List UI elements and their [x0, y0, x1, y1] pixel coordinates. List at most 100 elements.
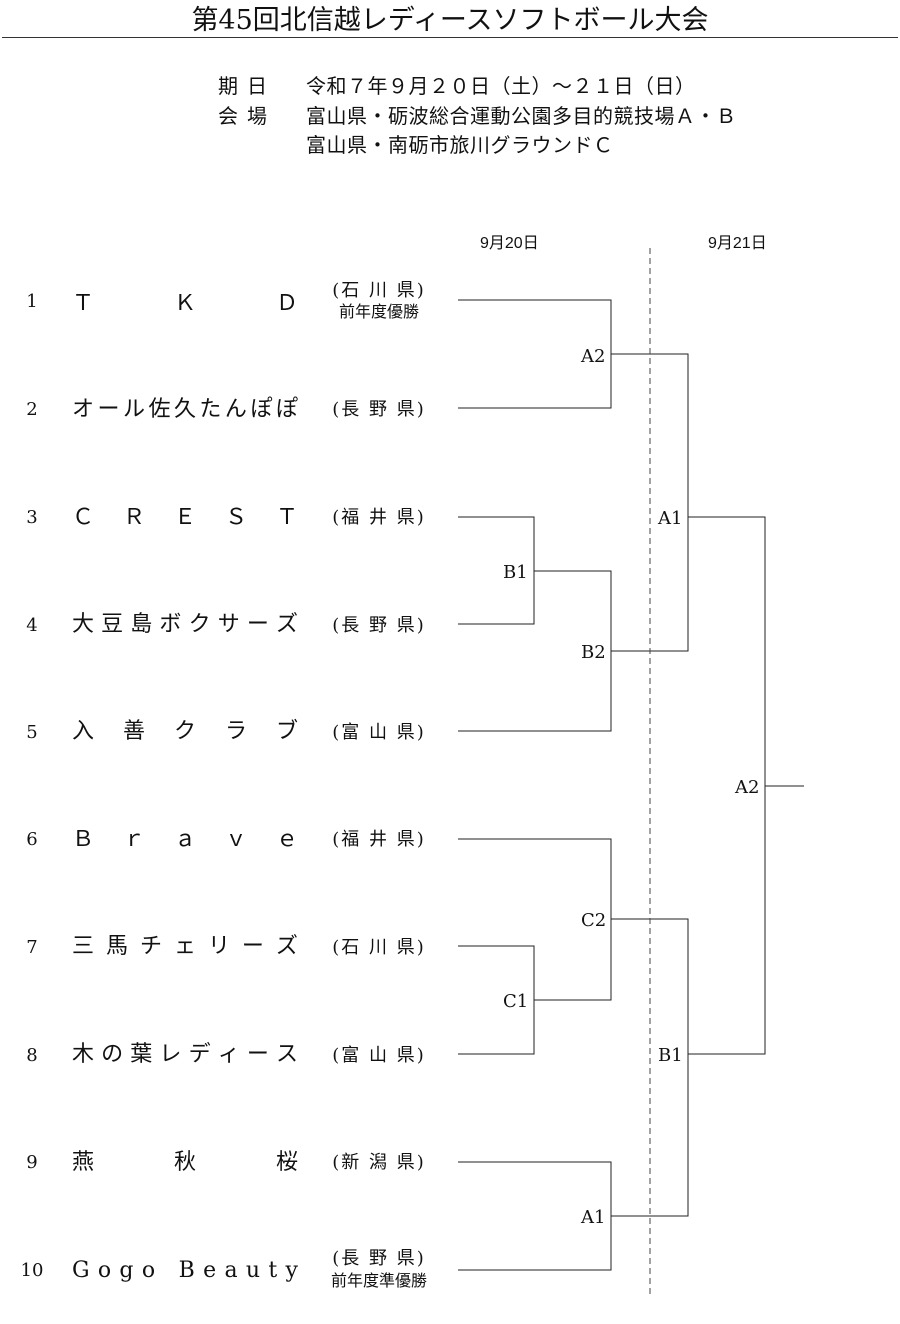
team-prefecture: (石 川 県) [332, 937, 426, 958]
venue-value-2: 富山県・南砺市旅川グラウンドＣ [306, 133, 614, 157]
team-name-char: ｖ [224, 827, 247, 852]
team-prefecture: (長 野 県) [332, 1248, 426, 1269]
team-name-char: ボ [159, 612, 182, 637]
team-name-char: ル [122, 397, 145, 422]
team-name-char: o [141, 1258, 156, 1283]
team-name-char: 桜 [275, 1150, 298, 1175]
team-name-char: 燕 [72, 1150, 95, 1175]
team-name-char: ｒ [122, 827, 145, 852]
game-code: B1 [503, 562, 528, 583]
seed-number: 5 [26, 722, 38, 743]
team-name-char: ん [224, 397, 247, 422]
team-name-char: e [203, 1258, 217, 1283]
team-name-char: 葉 [130, 1042, 153, 1067]
team-name-char: ぽ [275, 397, 298, 422]
team-name: 入善クラブ [72, 717, 298, 747]
team-name-char: 木 [72, 1042, 95, 1067]
team-prefecture: (富 山 県) [332, 722, 426, 743]
team-name-char: 馬 [105, 934, 128, 959]
game-code: A2 [581, 346, 606, 367]
team-prefecture: (福 井 県) [332, 829, 426, 850]
seed-number: 9 [26, 1152, 38, 1173]
team-name-char: ラ [224, 719, 247, 744]
team-name-char: ズ [275, 612, 298, 637]
team-name-char: レ [159, 1042, 182, 1067]
game-code: B1 [658, 1045, 683, 1066]
team-name-char: ブ [275, 719, 298, 744]
team-name-char: y [285, 1258, 298, 1283]
seed-number: 4 [26, 615, 38, 636]
team-name-char: Ｄ [275, 291, 298, 316]
team-name-char: ス [275, 1042, 298, 1067]
team-name-char: た [199, 397, 222, 422]
date-label: 期日 [218, 74, 276, 98]
team-name-char: g [119, 1258, 134, 1283]
team-prefecture: (福 井 県) [332, 507, 426, 528]
team-prefecture: (富 山 県) [332, 1045, 426, 1066]
team-prefecture: (石 川 県) [332, 280, 426, 301]
team-name-char: オ [72, 397, 95, 422]
team-name-char: ａ [173, 827, 196, 852]
team-name-char [163, 1256, 170, 1286]
day2-header: 9月21日 [708, 235, 767, 252]
day1-header: 9月20日 [480, 235, 539, 252]
team-name-char: G [72, 1258, 90, 1283]
team-name-char: a [224, 1258, 238, 1283]
team-name-char: 久 [173, 397, 196, 422]
team-name-char: Ｃ [72, 505, 95, 530]
venue-label: 会場 [218, 104, 276, 128]
team-name-char: 入 [72, 719, 95, 744]
team-name-char: u [245, 1258, 261, 1283]
game-code: A1 [658, 508, 683, 529]
team-name-char: ク [188, 612, 211, 637]
team-name-char: ィ [217, 1042, 240, 1067]
team-name-char: ｅ [275, 827, 298, 852]
game-code: C2 [581, 910, 607, 931]
seed-number: 6 [26, 829, 38, 850]
team-name-char: Ｋ [173, 291, 196, 316]
team-name-char: 大 [72, 612, 95, 637]
team-name-char: ー [241, 934, 264, 959]
seed-number: 8 [26, 1045, 38, 1066]
team-name-char: o [97, 1258, 112, 1283]
team-name-char: B [178, 1258, 195, 1283]
team-name-char: デ [188, 1042, 211, 1067]
game-code: B2 [581, 642, 606, 663]
team-name-char: チ [139, 934, 162, 959]
seed-number: 3 [26, 507, 38, 528]
page-title: 第45回北信越レディースソフトボール大会 [191, 5, 709, 36]
team-name-char: ズ [275, 934, 298, 959]
team-name-char: Ｔ [275, 505, 298, 530]
team-name: 木の葉レディース [72, 1040, 298, 1070]
team-name-char: 三 [72, 934, 95, 959]
game-code: A2 [735, 777, 760, 798]
team-name-char: Ｔ [72, 291, 95, 316]
team-name-char: 善 [122, 719, 145, 744]
seed-number: 7 [26, 937, 38, 958]
team-name: 大豆島ボクサーズ [72, 610, 298, 640]
game-code: A1 [581, 1207, 606, 1228]
team-name-char: Ｒ [122, 505, 145, 530]
team-name-char: サ [217, 612, 240, 637]
team-name-char: ー [97, 397, 120, 422]
team-name: 燕秋桜 [72, 1148, 298, 1178]
team-prefecture: (長 野 県) [332, 615, 426, 636]
team-prefecture: (新 潟 県) [332, 1152, 426, 1173]
team-name-char: Ｂ [72, 827, 95, 852]
seed-number: 10 [20, 1260, 44, 1281]
team-prefecture: (長 野 県) [332, 399, 426, 420]
team-name-char: t [268, 1258, 278, 1283]
venue-value-1: 富山県・砺波総合運動公園多目的競技場Ａ・Ｂ [306, 104, 737, 128]
team-name-char: の [101, 1042, 124, 1067]
team-name-char: 島 [130, 612, 153, 637]
date-value: 令和７年９月２０日（土）～２１日（日） [306, 74, 696, 98]
team-name-char: ー [246, 612, 269, 637]
game-code: C1 [503, 991, 529, 1012]
team-name-char: ぽ [250, 397, 273, 422]
team-name-char: 秋 [173, 1150, 196, 1175]
